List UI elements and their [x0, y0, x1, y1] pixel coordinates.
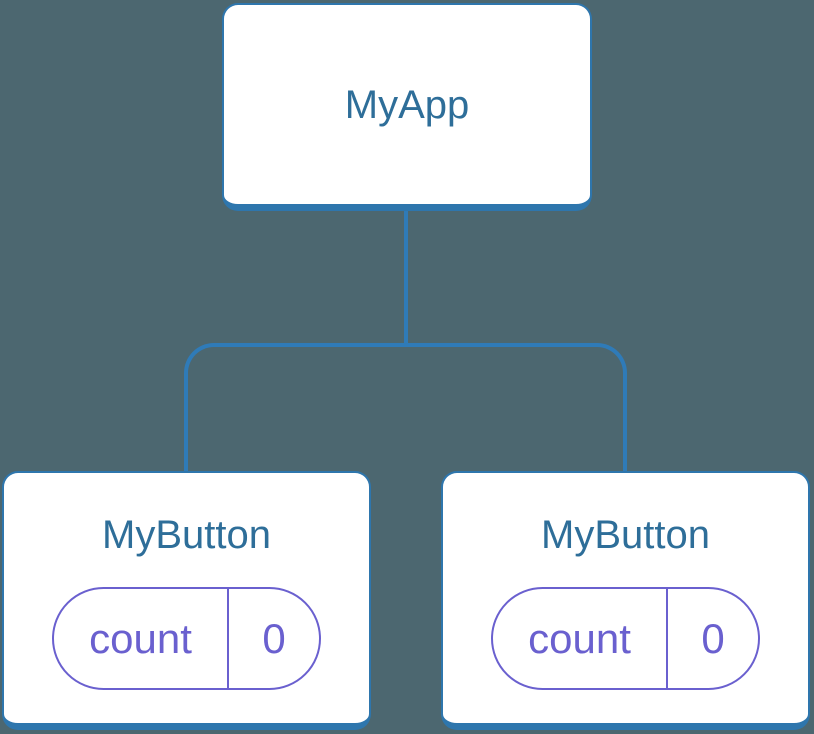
connector-branch-bracket: [184, 343, 627, 471]
state-pill: count 0: [491, 587, 760, 690]
root-component-card: MyApp: [222, 3, 592, 211]
child-component-card-left: MyButton count 0: [2, 471, 371, 730]
child-component-title: MyButton: [102, 513, 271, 557]
root-component-title: MyApp: [344, 82, 470, 127]
child-component-card-right: MyButton count 0: [441, 471, 810, 730]
child-component-title: MyButton: [541, 513, 710, 557]
state-name-label: count: [54, 589, 229, 688]
state-value-label: 0: [701, 614, 725, 662]
state-value-label: 0: [262, 614, 286, 662]
state-pill: count 0: [52, 587, 321, 690]
connector-root-stem: [404, 211, 408, 347]
state-name-label: count: [493, 589, 668, 688]
